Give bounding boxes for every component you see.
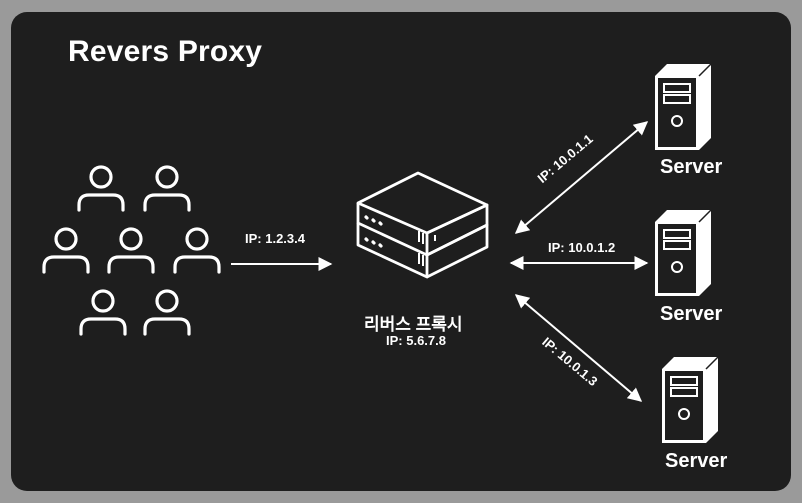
user-icon: [77, 165, 125, 212]
user-icon: [143, 289, 191, 336]
diagram-title: Revers Proxy: [68, 35, 263, 68]
proxy-server1-arrow: [514, 121, 649, 234]
proxy-ip-label: IP: 5.6.7.8: [386, 333, 446, 348]
user-icon: [143, 165, 191, 212]
server1-label: Server: [660, 156, 723, 178]
server-tower-icon: [654, 209, 712, 297]
server3-label: Server: [665, 450, 728, 472]
user-icon: [107, 227, 155, 274]
server3-link-label: IP: 10.0.1.3: [539, 334, 600, 389]
proxy-server3-arrow: [514, 294, 643, 402]
clients-link-label: IP: 1.2.3.4: [245, 231, 305, 246]
proxy-name: 리버스 프록시: [364, 315, 463, 334]
users-group-icon: [42, 165, 221, 336]
diagram-panel: Revers Proxy: [11, 12, 791, 491]
network-appliance-icon: [356, 171, 489, 279]
server-tower-icon: [661, 356, 719, 444]
server2-link-label: IP: 10.0.1.2: [548, 240, 616, 255]
server-tower-icon: [654, 63, 712, 151]
user-icon: [79, 289, 127, 336]
server2-label: Server: [660, 303, 723, 325]
user-icon: [173, 227, 221, 274]
server1-link-label: IP: 10.0.1.1: [535, 131, 596, 186]
diagram-canvas: IP: 10.0.1.1 IP: 10.0.1.3: [42, 63, 719, 444]
user-icon: [42, 227, 90, 274]
